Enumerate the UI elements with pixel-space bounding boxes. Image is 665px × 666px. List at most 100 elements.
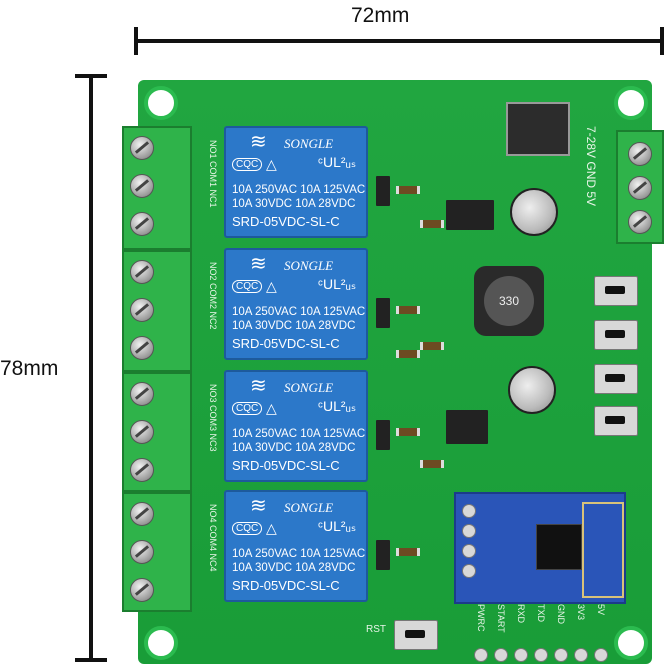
ul-cert-mark: ᶜUL²ᵤₛ (318, 518, 357, 534)
relay-rating-line2: 10A 30VDC 10A 28VDC (232, 198, 356, 210)
relay-4: ≋ SONGLE CQC △ ᶜUL²ᵤₛ 10A 250VAC 10A 125… (224, 490, 368, 602)
relay-model: SRD-05VDC-SL-C (232, 458, 340, 473)
height-dimension-line (89, 76, 93, 662)
screw-terminal[interactable] (130, 382, 154, 406)
module-pad (462, 504, 476, 518)
reset-label: RST (366, 624, 386, 635)
ldo-regulator (446, 410, 488, 444)
cqc-cert-mark: CQC (232, 522, 263, 535)
smd-resistor (396, 548, 420, 556)
header-pin[interactable] (594, 648, 608, 662)
relay-rating-line1: 10A 250VAC 10A 125VAC (232, 306, 366, 318)
module-pad (462, 564, 476, 578)
pin-label-gnd: GND (556, 604, 566, 624)
relay-rating-line2: 10A 30VDC 10A 28VDC (232, 562, 356, 574)
smd-resistor (396, 428, 420, 436)
screw-terminal[interactable] (130, 540, 154, 564)
pin-label-pwrc: PWRC (476, 604, 486, 632)
screw-terminal[interactable] (130, 212, 154, 236)
transistor (376, 540, 390, 570)
pin-label-txd: TXD (536, 604, 546, 622)
diode (446, 200, 472, 230)
header-pin[interactable] (514, 648, 528, 662)
header-pin[interactable] (474, 648, 488, 662)
pin-label-3v3: 3V3 (576, 604, 586, 621)
power-terminal-label: 7-28V GND 5V (584, 126, 598, 207)
width-dimension-label: 72mm (351, 4, 410, 27)
power-inductor: 330 (474, 266, 544, 336)
relay-2: ≋ SONGLE CQC △ ᶜUL²ᵤₛ 10A 250VAC 10A 125… (224, 248, 368, 360)
reset-button[interactable] (394, 620, 438, 650)
relay-rating-line1: 10A 250VAC 10A 125VAC (232, 548, 366, 560)
screw-terminal[interactable] (628, 176, 652, 200)
module-pad (462, 524, 476, 538)
transistor (376, 298, 390, 328)
cqc-cert-mark: CQC (232, 280, 263, 293)
header-pin[interactable] (534, 648, 548, 662)
tactile-button-s4[interactable] (594, 406, 638, 436)
electrolytic-capacitor (510, 188, 558, 236)
module-pad (462, 544, 476, 558)
screw-terminal[interactable] (130, 174, 154, 198)
relay-model: SRD-05VDC-SL-C (232, 214, 340, 229)
screw-terminal[interactable] (130, 420, 154, 444)
screw-terminal[interactable] (130, 336, 154, 360)
header-pin[interactable] (554, 648, 568, 662)
screw-terminal[interactable] (628, 142, 652, 166)
pin-label-rxd: RXD (516, 604, 526, 624)
relay-model: SRD-05VDC-SL-C (232, 578, 340, 593)
smd-resistor (396, 186, 420, 194)
smd-resistor (396, 350, 420, 358)
smd-resistor (420, 220, 444, 228)
width-dimension-tick-right (660, 27, 664, 55)
screw-terminal[interactable] (130, 136, 154, 160)
wifi-module (454, 492, 626, 604)
terminal-label-1: NO1 COM1 NC1 (208, 140, 218, 208)
mounting-hole-bottom-left (144, 626, 178, 660)
diode (468, 200, 494, 230)
warning-triangle-icon: △ (266, 400, 277, 416)
screw-terminal[interactable] (130, 578, 154, 602)
screw-terminal[interactable] (130, 458, 154, 482)
smd-resistor (396, 306, 420, 314)
songle-logo-icon: ≋ (250, 495, 267, 517)
relay-board: NO1 COM1 NC1 NO2 COM2 NC2 NO3 COM3 NC3 N… (122, 80, 664, 664)
mounting-hole-top-left (144, 86, 178, 120)
relay-brand: SONGLE (284, 136, 334, 151)
terminal-label-4: NO4 COM4 NC4 (208, 504, 218, 572)
screw-terminal[interactable] (130, 502, 154, 526)
height-dimension-tick-top (75, 74, 107, 78)
terminal-label-2: NO2 COM2 NC2 (208, 262, 218, 330)
relay-model: SRD-05VDC-SL-C (232, 336, 340, 351)
smd-resistor (420, 460, 444, 468)
wifi-chip (536, 524, 582, 570)
tactile-button-s3[interactable] (594, 364, 638, 394)
height-dimension-label: 78mm (0, 357, 59, 380)
inductor-label: 330 (484, 276, 534, 326)
transistor (376, 176, 390, 206)
screw-terminal[interactable] (628, 210, 652, 234)
smd-resistor (420, 342, 444, 350)
relay-rating-line2: 10A 30VDC 10A 28VDC (232, 442, 356, 454)
screw-terminal[interactable] (130, 298, 154, 322)
electrolytic-capacitor (508, 366, 556, 414)
relay-1: ≋ SONGLE CQC △ ᶜUL²ᵤₛ 10A 250VAC 10A 125… (224, 126, 368, 238)
ul-cert-mark: ᶜUL²ᵤₛ (318, 398, 357, 414)
header-pin[interactable] (494, 648, 508, 662)
height-dimension-tick-bottom (75, 658, 107, 662)
songle-logo-icon: ≋ (250, 131, 267, 153)
terminal-label-3: NO3 COM3 NC3 (208, 384, 218, 452)
relay-brand: SONGLE (284, 380, 334, 395)
mounting-hole-bottom-right (614, 626, 648, 660)
warning-triangle-icon: △ (266, 520, 277, 536)
transistor (376, 420, 390, 450)
screw-terminal[interactable] (130, 260, 154, 284)
header-pin[interactable] (574, 648, 588, 662)
tactile-button-s1[interactable] (594, 276, 638, 306)
tactile-button-s2[interactable] (594, 320, 638, 350)
voltage-regulator (506, 102, 570, 156)
warning-triangle-icon: △ (266, 156, 277, 172)
songle-logo-icon: ≋ (250, 375, 267, 397)
terminal-block-3 (122, 372, 192, 492)
pin-label-start: START (496, 604, 506, 633)
